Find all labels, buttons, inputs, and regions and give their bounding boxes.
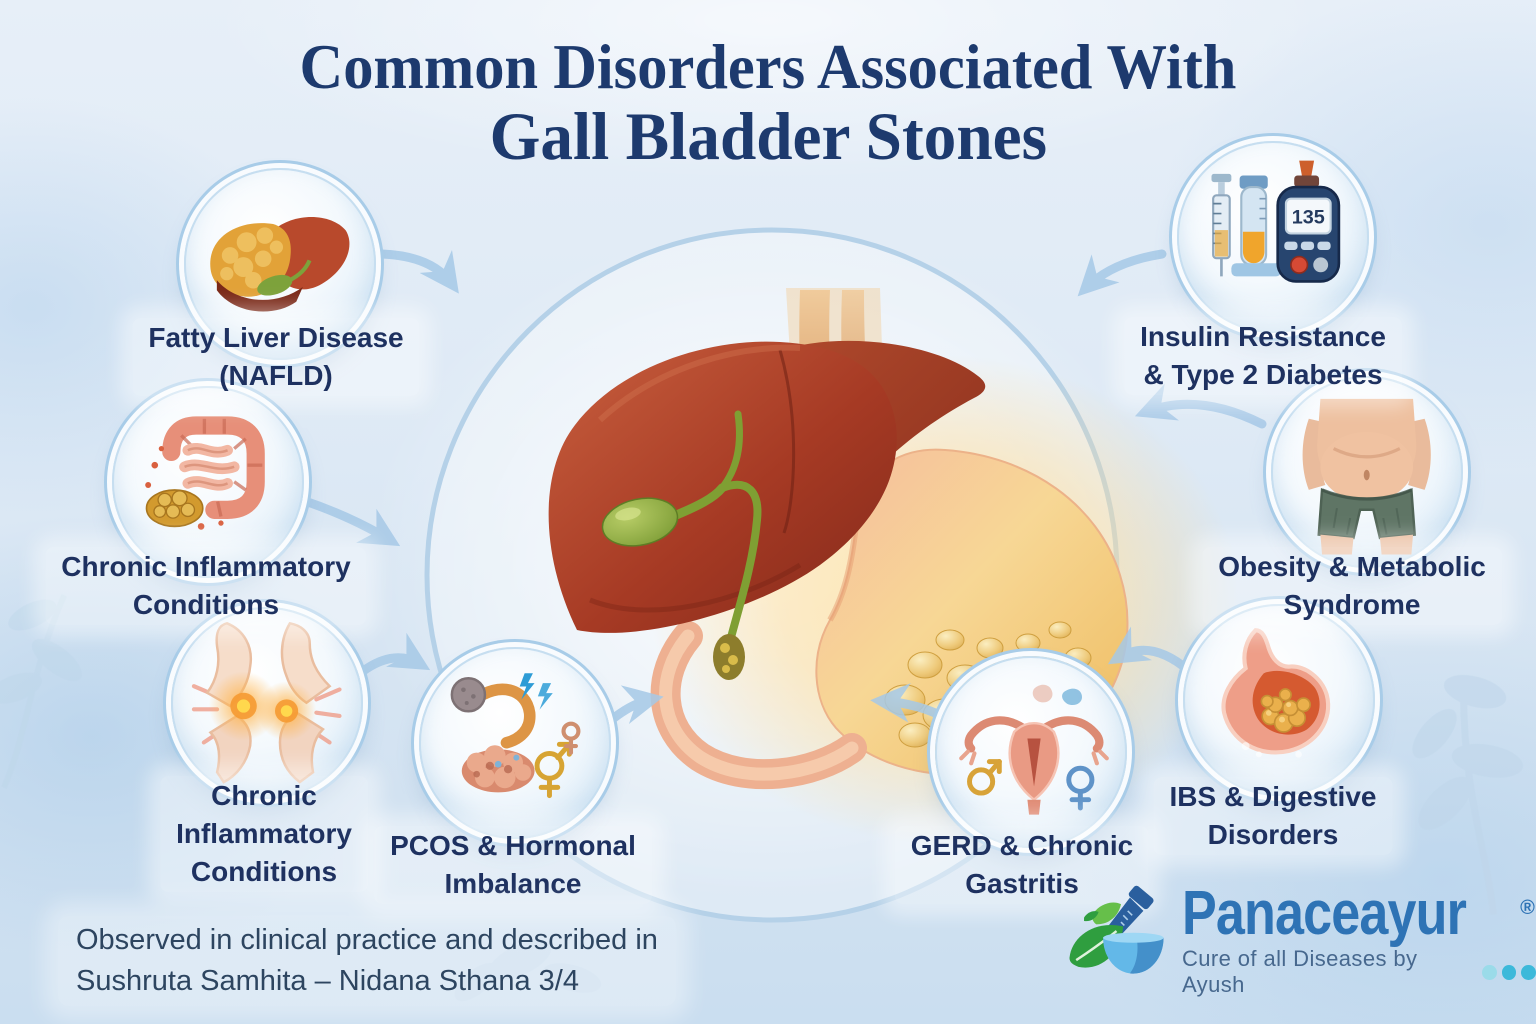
inflamed-joint-icon [192,622,342,784]
brand-logo: Panaceayur ® Cure of all Diseases by Ayus… [1062,879,1536,998]
intestine-pancreas-icon [145,416,266,530]
disorder-circle-obesity [1271,376,1463,568]
disorder-label-ibs: IBS & Digestive Disorders [1153,777,1393,855]
ovary-hormone-icon [450,673,581,799]
disorder-label-gerd: GERD & Chronic Gastritis [894,826,1150,904]
disorder-circle-ibs [1183,604,1375,796]
disorder-circle-pcos [419,647,611,839]
disorder-circle-insulin-resistance: 135 [1177,141,1369,333]
gallbladder [601,410,762,680]
glucometer-reading: 135 [1292,207,1325,229]
fatty-liver-icon [210,217,350,312]
brand-dot [1521,964,1536,980]
arrow-from-inflammatory-gut [297,495,401,547]
duodenum [650,621,867,790]
arrow-from-insulin [1077,249,1167,297]
title-line-1: Common Disorders Associated With [299,32,1237,102]
test-tube-icon [1231,175,1282,277]
arrow-from-obesity [1134,383,1267,429]
disorder-circle-nafld [184,168,376,360]
registered-mark: ® [1520,897,1535,919]
footnote-line-2: Sushruta Samhita – Nidana Sthana 3/4 [76,965,579,997]
disorder-label-insulin-resistance: Insulin Resistance & Type 2 Diabetes [1124,317,1402,395]
footnote-line-1: Observed in clinical practice and descri… [76,924,658,956]
disorder-label-pcos: PCOS & Hormonal Imbalance [374,826,652,904]
syringe-icon [1211,174,1232,277]
page-title: Common Disorders Associated With Gall Bl… [0,34,1536,172]
title-line-2: Gall Bladder Stones [489,98,1047,174]
arrow-from-nafld [377,249,459,294]
obese-torso-icon [1302,399,1432,555]
disorder-circle-chronic-inflammatory-gut [112,386,304,578]
disorder-label-obesity: Obesity & Metabolic Syndrome [1202,547,1502,625]
glucometer-icon: 135 [1211,160,1341,283]
glucose-meter: 135 [1276,160,1341,283]
disorder-circle-gerd [935,656,1127,848]
background-foliage [0,594,1523,1002]
brand-tagline: Cure of all Diseases by Ayush [1182,946,1418,997]
brand-name: Panaceayur [1182,879,1467,948]
arrow-from-inflammatory-joint [347,632,431,685]
uterus-icon [959,685,1110,815]
brand-dot [1482,964,1497,980]
brand-dot [1501,964,1517,980]
footnote: Observed in clinical practice and descri… [58,916,676,1006]
disorder-label-chronic-inflammatory-joint: Chronic Inflammatory Conditions [160,776,368,892]
mortar-pestle-leaf-icon [1069,885,1164,974]
bile-duct-stone-sac [713,634,745,680]
stomach-icon [1221,628,1331,758]
disorder-label-chronic-inflammatory-gut: Chronic Inflammatory Conditions [45,547,367,625]
disorder-circle-chronic-inflammatory-joint [171,607,363,799]
arrow-from-ibs [1107,626,1193,675]
disorder-label-nafld: Fatty Liver Disease (NAFLD) [132,318,420,396]
